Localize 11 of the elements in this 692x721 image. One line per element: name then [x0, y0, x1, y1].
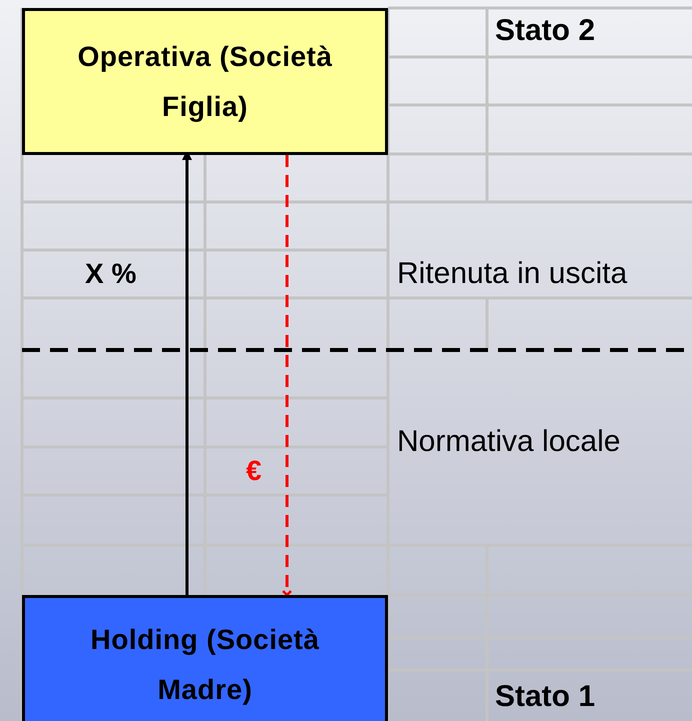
- edge-label: X %: [85, 258, 136, 290]
- arrow: [282, 155, 292, 596]
- state-label: Stato 1: [495, 680, 596, 714]
- entity-box: [22, 8, 388, 155]
- note-label: Normativa locale: [397, 425, 620, 459]
- note-label: Ritenuta in uscita: [397, 257, 628, 291]
- entity-name: Holding (Società Madre): [90, 623, 320, 707]
- state-label: Stato 2: [495, 14, 596, 48]
- edge-label: €: [246, 455, 262, 487]
- entity-name: Operativa (Società Figlia): [76, 40, 334, 124]
- entity-box: [22, 595, 388, 721]
